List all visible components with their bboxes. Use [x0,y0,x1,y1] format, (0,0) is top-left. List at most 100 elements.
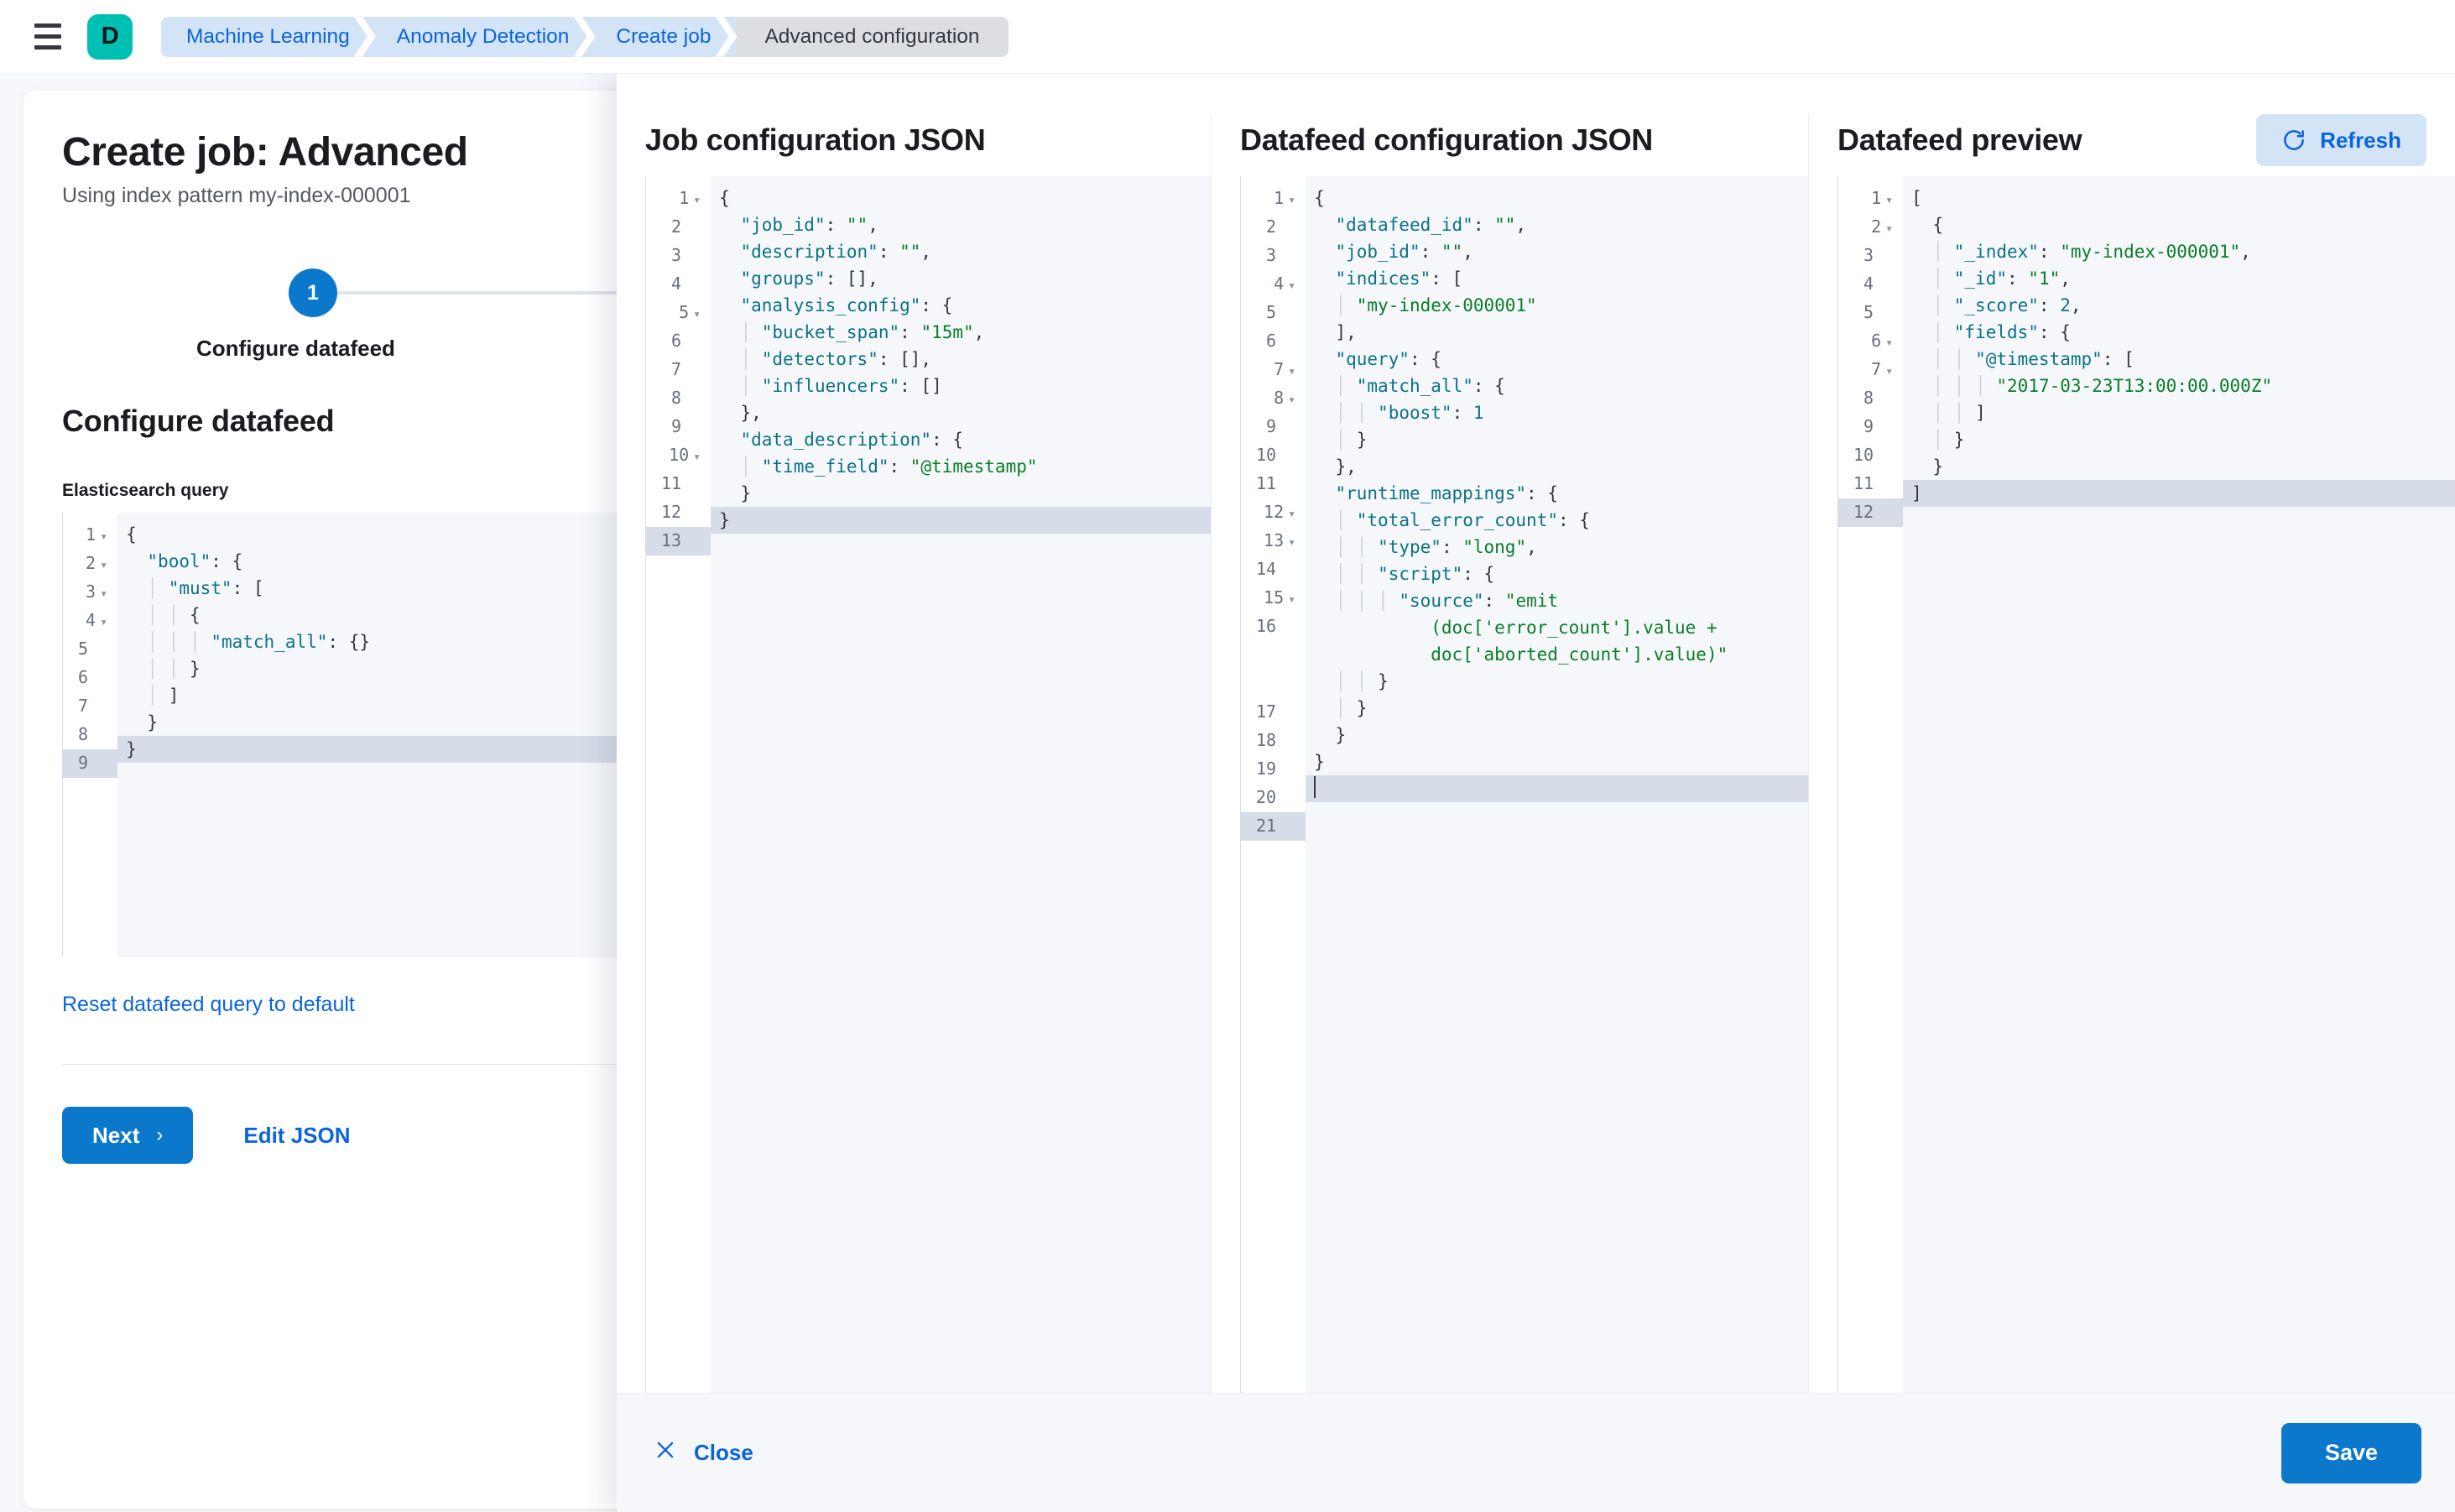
editor-code-line[interactable]: │ "match_all": { [1335,376,1505,396]
fold-toggle-icon[interactable]: ▾ [100,557,108,572]
reset-datafeed-query-link[interactable]: Reset datafeed query to default [62,993,355,1016]
editor-code-line[interactable]: │ │ │ "2017-03-23T13:00:00.000Z" [1932,376,2273,396]
fold-toggle-icon[interactable]: ▾ [1885,335,1894,350]
datafeed-configuration-json-editor[interactable]: 1▾2 3 4▾5 6 7▾8▾9 10 11 12▾13▾14 15▾16 1… [1240,176,1808,1393]
editor-code-line[interactable]: │ "detectors": [], [740,349,932,369]
editor-code-line[interactable]: │ "_score": 2, [1932,295,2082,315]
editor-code-line[interactable]: "runtime_mappings": { [1335,483,1558,503]
editor-code-line[interactable]: │ "must": [ [147,578,264,598]
editor-code-line[interactable]: } [1314,752,1325,772]
editor-code-line[interactable]: │ │ "script": { [1335,564,1495,584]
editor-code-line[interactable]: [ [1911,188,1922,208]
editor-code-line[interactable]: { [1314,188,1325,208]
editor-code-line[interactable]: │ } [1932,430,1965,450]
next-button[interactable]: Next › [62,1107,194,1164]
editor-code-line[interactable]: (doc['error_count'].value + [1314,618,1717,638]
fold-toggle-icon[interactable]: ▾ [1885,192,1894,207]
fold-toggle-icon[interactable]: ▾ [1288,592,1296,607]
editor-line-number: 1▾ [86,524,108,545]
editor-code-line[interactable]: │ "my-index-000001" [1335,295,1537,315]
fold-toggle-icon[interactable]: ▾ [100,586,108,601]
fold-toggle-icon[interactable]: ▾ [1288,534,1296,550]
editor-line-number: 5 [1863,302,1874,322]
fold-toggle-icon[interactable]: ▾ [1288,278,1296,293]
datafeed-preview-json-editor[interactable]: 1▾2▾3 4 5 6▾7▾8 9 10 11 12 [ { │ "_index… [1837,176,2455,1393]
breadcrumb-item-2[interactable]: Create job [594,16,737,57]
editor-code-line[interactable]: } [711,507,1211,534]
refresh-button[interactable]: Refresh [2256,114,2426,166]
editor-code-line[interactable]: "groups": [], [740,269,878,289]
fold-toggle-icon[interactable]: ▾ [100,614,108,629]
editor-code-line[interactable]: │ } [1335,698,1368,718]
editor-code-line[interactable]: }, [1314,456,1357,477]
editor-code-line[interactable]: │ │ │ "source": "emit [1335,591,1559,611]
fold-toggle-icon[interactable]: ▾ [693,449,701,464]
fold-toggle-icon[interactable]: ▾ [1885,363,1894,378]
editor-code-line[interactable]: { [126,524,137,545]
step-indicator-1[interactable]: 1 [289,269,337,317]
editor-code-line[interactable]: │ "_id": "1", [1932,269,2071,289]
step-label: Configure datafeed [196,336,395,361]
editor-code-line[interactable]: "indices": [ [1335,269,1463,289]
fold-toggle-icon[interactable]: ▾ [693,192,701,207]
editor-line-number: 1▾ [1274,188,1296,208]
editor-code-line[interactable]: }, [719,403,762,423]
editor-code-line[interactable]: "analysis_config": { [740,295,953,315]
editor-code-line[interactable]: } [1314,725,1347,745]
editor-code-line[interactable]: "job_id": "", [1335,242,1473,262]
breadcrumb-item-0[interactable]: Machine Learning [161,16,375,57]
editor-code-line[interactable]: } [126,712,159,733]
fold-toggle-icon[interactable]: ▾ [1288,192,1296,207]
page-title: Create job: Advanced [62,130,468,175]
editor-code-line[interactable]: │ │ "boost": 1 [1335,403,1484,423]
fold-toggle-icon[interactable]: ▾ [693,306,701,321]
save-button[interactable]: Save [2280,1422,2421,1483]
editor-code-line[interactable]: "job_id": "", [740,215,878,235]
editor-code-line[interactable]: "datafeed_id": "", [1335,215,1527,235]
edit-json-button[interactable]: Edit JSON [243,1122,351,1148]
editor-code-line[interactable]: │ "fields": { [1932,322,2071,342]
editor-code-line[interactable]: │ │ { [147,605,201,625]
editor-code-line[interactable]: { [1911,215,1944,235]
editor-line-number: 21 [1241,812,1306,841]
editor-code-line[interactable]: │ "_index": "my-index-000001", [1932,242,2251,262]
breadcrumb-item-1[interactable]: Anomaly Detection [374,16,595,57]
brand-logo[interactable]: D [87,13,133,60]
editor-code-area[interactable]: { "job_id": "", "description": "", "grou… [711,176,1211,1393]
editor-code-line[interactable]: doc['aborted_count'].value)" [1314,644,1728,665]
job-configuration-json-editor[interactable]: 1▾2 3 4 5▾6 7 8 9 10▾11 12 13 { "job_id"… [645,176,1211,1393]
editor-code-line[interactable]: │ "bucket_span": "15m", [740,322,985,342]
hamburger-menu-icon[interactable] [23,13,72,61]
fold-toggle-icon[interactable]: ▾ [100,529,108,544]
editor-code-line[interactable]: { [719,188,730,208]
editor-code-line[interactable]: │ │ } [1335,671,1389,691]
fold-toggle-icon[interactable]: ▾ [1885,221,1894,236]
editor-code-line[interactable]: │ "total_error_count": { [1335,510,1590,530]
editor-code-line[interactable]: } [719,483,752,503]
editor-line-number: 6 [1266,331,1277,351]
fold-toggle-icon[interactable]: ▾ [1288,363,1296,378]
editor-code-line[interactable]: } [1911,456,1944,477]
editor-code-line[interactable]: │ ] [147,686,180,706]
section-title: Configure datafeed [62,404,335,438]
editor-code-line[interactable]: ] [1903,480,2455,507]
editor-code-line[interactable]: "query": { [1335,349,1441,369]
editor-code-line[interactable]: │ │ ] [1932,403,1986,423]
close-button[interactable]: Close [654,1438,753,1468]
editor-code-line[interactable]: │ "influencers": [] [740,376,942,396]
editor-code-line[interactable]: "data_description": { [740,430,963,450]
editor-code-area[interactable]: { "datafeed_id": "", "job_id": "", "indi… [1306,176,1808,1393]
fold-toggle-icon[interactable]: ▾ [1288,506,1296,521]
editor-code-line[interactable]: "bool": { [147,551,243,571]
editor-code-line[interactable]: "description": "", [740,242,932,262]
editor-code-line[interactable]: │ "time_field": "@timestamp" [740,456,1038,477]
editor-code-line[interactable]: │ │ "type": "long", [1335,537,1537,557]
editor-code-line[interactable]: │ │ │ "match_all": {} [147,632,370,652]
editor-code-area[interactable]: [ { │ "_index": "my-index-000001", │ "_i… [1903,176,2455,1393]
editor-code-line[interactable]: │ │ "@timestamp": [ [1932,349,2134,369]
editor-code-line[interactable]: │ │ } [147,659,201,679]
editor-code-line[interactable] [1306,775,1808,802]
editor-code-line[interactable]: ], [1314,322,1357,342]
fold-toggle-icon[interactable]: ▾ [1288,392,1296,407]
editor-code-line[interactable]: │ } [1335,430,1368,450]
